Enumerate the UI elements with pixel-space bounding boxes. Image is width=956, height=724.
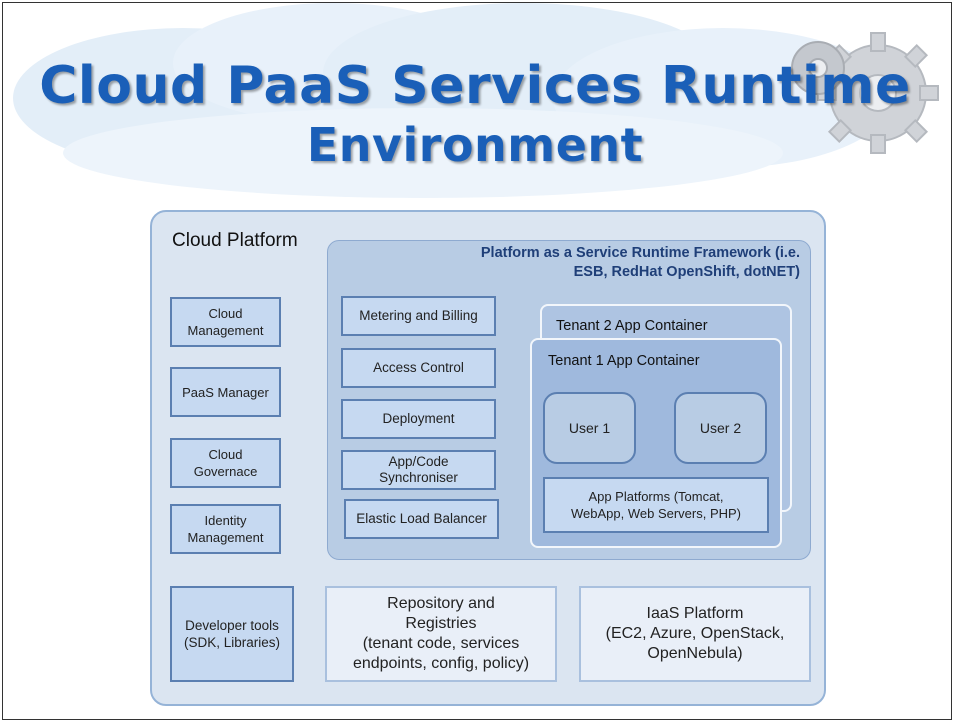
cloud-governance-box: Cloud Governace [170, 438, 281, 488]
cloud-management-box: Cloud Management [170, 297, 281, 347]
tenant1-label: Tenant 1 App Container [548, 353, 700, 369]
elastic-load-balancer-box: Elastic Load Balancer [344, 499, 499, 539]
gear-icon [791, 32, 939, 154]
tenant2-label: Tenant 2 App Container [556, 318, 708, 334]
slide-title-line1: Cloud PaaS Services Runtime [39, 56, 911, 116]
cloud-platform-label: Cloud Platform [172, 230, 298, 251]
slide-title-line2: Environment [306, 118, 644, 172]
runtime-framework-title: Platform as a Service Runtime Framework … [480, 245, 800, 280]
deployment-box: Deployment [341, 399, 496, 439]
paas-manager-box: PaaS Manager [170, 367, 281, 417]
app-code-synchroniser-box: App/Code Synchroniser [341, 450, 496, 490]
metering-billing-box: Metering and Billing [341, 296, 496, 336]
repository-registries-box: Repository and Registries (tenant code, … [325, 586, 557, 682]
access-control-box: Access Control [341, 348, 496, 388]
identity-management-box: Identity Management [170, 504, 281, 554]
developer-tools-box: Developer tools (SDK, Libraries) [170, 586, 294, 682]
app-platforms-box: App Platforms (Tomcat, WebApp, Web Serve… [543, 477, 769, 533]
iaas-platform-box: IaaS Platform (EC2, Azure, OpenStack, Op… [579, 586, 811, 682]
user2-box: User 2 [674, 392, 767, 464]
user1-box: User 1 [543, 392, 636, 464]
